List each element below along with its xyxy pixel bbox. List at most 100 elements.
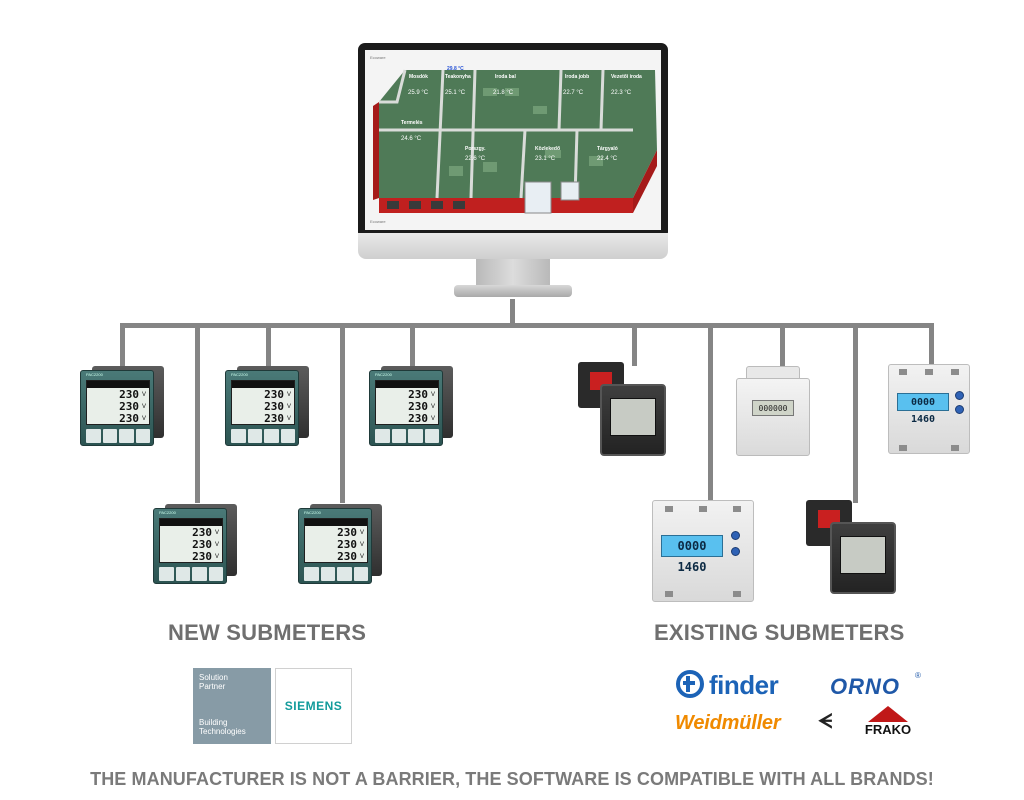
connector-drop <box>929 323 934 366</box>
room-label: Termelés <box>401 120 423 126</box>
top-temp: 29.8 °C <box>447 66 464 72</box>
din-meter-reading: 0000 1460 <box>897 393 949 425</box>
voltage-reading: 230 <box>337 538 357 551</box>
desk <box>449 166 463 176</box>
window <box>387 201 399 209</box>
desk <box>483 88 497 96</box>
unit-label: V <box>359 554 364 560</box>
unit-label: V <box>286 416 291 422</box>
desk <box>545 150 561 158</box>
connector-drop <box>120 323 125 366</box>
room-label: Teakonyha <box>445 74 471 80</box>
badge-line: Technologies <box>199 727 246 736</box>
meter-model: PAC2200 <box>86 372 103 377</box>
siemens-pac-meter: PAC2200 230 230 230 V V V <box>298 502 384 584</box>
orno-logo: ORNO <box>830 674 900 699</box>
orno-registered-mark: ® <box>915 671 921 680</box>
room-label: Porszgy. <box>465 146 486 152</box>
room-label: Iroda bal <box>495 74 516 80</box>
voltage-reading: 230 <box>119 412 139 425</box>
room-label: Közlekedő <box>535 146 561 152</box>
siemens-pac-meter: PAC2200 230 230 230 V V V <box>225 364 311 446</box>
room-temp: 22.3 °C <box>611 90 632 96</box>
interior-wall <box>435 69 445 199</box>
unit-label: V <box>430 404 435 410</box>
unit-label: V <box>141 416 146 422</box>
frako-triangle-icon <box>868 706 908 722</box>
unit-label: V <box>359 530 364 536</box>
schneider-power-meter <box>806 500 900 596</box>
voltage-reading: 230 <box>192 550 212 563</box>
room-temp: 22.4 °C <box>597 156 618 162</box>
monitor-screen: Ecoware Ecoware 29.8 °C Mosdók 25.9 °C T… <box>365 50 661 230</box>
screen-brand-top: Ecoware <box>370 55 386 60</box>
unit-label: V <box>359 542 364 548</box>
unit-label: V <box>214 554 219 560</box>
siemens-logo-text: SIEMENS <box>284 699 343 713</box>
monitor-chin <box>358 233 668 259</box>
unit-label: V <box>214 542 219 548</box>
finder-din-meter: 0000 1460 <box>652 500 754 602</box>
interior-wall <box>519 129 527 199</box>
interior-wall <box>557 69 563 131</box>
schneider-power-meter <box>578 362 670 456</box>
desk <box>589 156 603 166</box>
finder-logo: finder <box>709 670 779 700</box>
unit-label: V <box>286 392 291 398</box>
weidmuller-logo: Weidmüller <box>675 712 781 734</box>
connector-drop <box>410 323 415 366</box>
finder-din-meter: 0000 1460 <box>888 364 970 454</box>
connector-drop <box>340 323 345 503</box>
unit-label: V <box>430 416 435 422</box>
meter-model: PAC2200 <box>231 372 248 377</box>
orno-din-meter: 000000 <box>736 366 810 456</box>
monitor-stand-neck <box>476 259 550 287</box>
desk <box>505 88 519 96</box>
siemens-pac-meter: PAC2200 230 230 230 V V V <box>153 502 239 584</box>
room-label: Iroda jobb <box>565 74 590 80</box>
room-temp: 25.1 °C <box>445 90 466 96</box>
voltage-reading: 230 <box>337 550 357 563</box>
badge-line: Building <box>199 718 228 727</box>
new-submeters-title: NEW SUBMETERS <box>168 620 367 645</box>
unit-label: V <box>286 404 291 410</box>
monitor-stand-foot <box>454 285 572 297</box>
connector-bus <box>120 323 934 328</box>
footer-tagline: THE MANUFACTURER IS NOT A BARRIER, THE S… <box>90 769 934 789</box>
screen-brand-bottom: Ecoware <box>370 219 386 224</box>
room-temp: 22.7 °C <box>563 90 584 96</box>
room-label: Vezetői iroda <box>611 74 642 80</box>
finder-logo-icon <box>676 670 704 698</box>
connector-drop <box>708 323 713 503</box>
unit-label: V <box>141 392 146 398</box>
solution-partner-badge: Solution Partner Building Technologies <box>193 668 271 744</box>
window <box>409 201 421 209</box>
frako-logo: FRAKO <box>864 706 912 742</box>
room-label: Mosdók <box>409 74 428 80</box>
wall-left <box>373 102 379 200</box>
interior-wall <box>379 69 407 104</box>
voltage-reading: 230 <box>408 400 428 413</box>
voltage-reading: 230 <box>119 388 139 401</box>
desk <box>483 162 497 172</box>
entrance-door <box>524 181 552 214</box>
weidmuller-mark-icon: ᗕ <box>818 711 833 733</box>
window <box>453 201 465 209</box>
meter-model: PAC2200 <box>375 372 392 377</box>
voltage-reading: 230 <box>192 526 212 539</box>
siemens-pac-meter: PAC2200 230 230 230 V V V <box>80 364 166 446</box>
unit-label: V <box>430 392 435 398</box>
badge-line: Partner <box>199 682 226 691</box>
voltage-reading: 230 <box>264 388 284 401</box>
unit-label: V <box>214 530 219 536</box>
interior-wall <box>469 69 477 199</box>
frako-logo-text: FRAKO <box>864 722 912 737</box>
room-temp: 24.6 °C <box>401 136 422 142</box>
din-meter-reading: 0000 1460 <box>661 535 723 574</box>
unit-label: V <box>141 404 146 410</box>
floor-slab <box>379 70 657 198</box>
voltage-reading: 230 <box>119 400 139 413</box>
wall-side <box>633 150 657 213</box>
voltage-reading: 230 <box>264 412 284 425</box>
room-temp: 25.9 °C <box>408 90 429 96</box>
